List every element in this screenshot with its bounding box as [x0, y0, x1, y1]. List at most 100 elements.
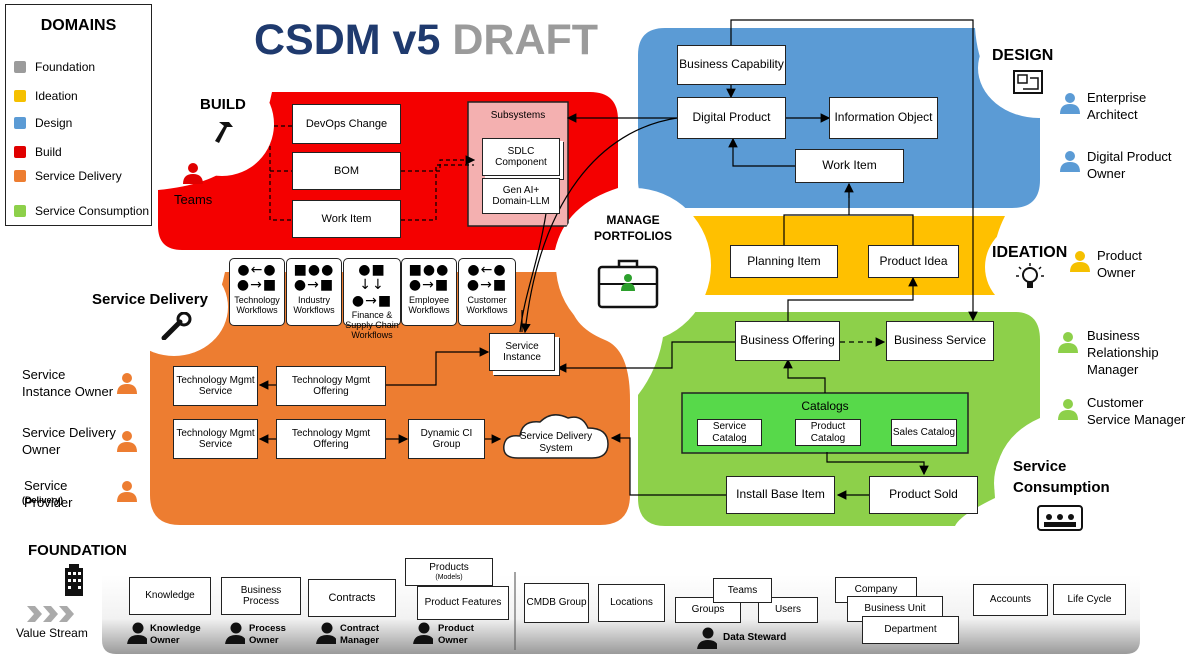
knowledge-owner-label: Knowledge Owner — [150, 623, 201, 646]
life-cycle-box: Life Cycle — [1053, 584, 1126, 615]
technology-workflows-card: ●←● ●→■Technology Workflows — [229, 258, 285, 326]
catalogs-label: Catalogs — [801, 399, 849, 413]
csm-person-icon — [1058, 399, 1078, 420]
industry-workflows-card: ■●● ●→■Industry Workflows — [286, 258, 342, 326]
business-service-box: Business Service — [886, 321, 994, 361]
hammer-icon — [215, 122, 233, 143]
product-owner-person-icon — [1070, 251, 1090, 272]
service-delivery-owner-label: Service Delivery Owner — [22, 425, 116, 457]
locations-box: Locations — [598, 584, 665, 622]
accounts-box: Accounts — [973, 584, 1048, 616]
product-owner-label: Product Owner — [1097, 248, 1142, 280]
service-instance-owner-label: Service Instance Owner — [22, 367, 114, 399]
build-dashed-tree — [269, 125, 292, 221]
legend-item-service-delivery: Service Delivery — [14, 169, 122, 183]
dynamic-ci-group-box: Dynamic CI Group — [408, 419, 485, 459]
workflow-label: Customer Workflows — [466, 294, 508, 315]
workflow-icon: ●←● ●→■ — [236, 262, 278, 294]
cmdb-group-box: CMDB Group — [524, 583, 589, 623]
business-offering-box: Business Offering — [735, 321, 840, 361]
knowledge-box: Knowledge — [129, 577, 211, 615]
legend-item-foundation: Foundation — [14, 60, 95, 74]
product-features-box: Product Features — [417, 586, 509, 620]
data-steward-label: Data Steward — [723, 632, 787, 643]
lightbulb-icon — [1016, 263, 1044, 288]
legend-label: Build — [35, 145, 62, 159]
tech-mgmt-service-box: Technology Mgmt Service — [173, 366, 258, 406]
legend-item-service-consumption: Service Consumption — [14, 204, 149, 218]
customer-service-manager-label: Customer Service Manager — [1087, 395, 1186, 427]
teams-person-icon — [183, 163, 203, 184]
title-draft: DRAFT — [452, 16, 599, 64]
legend-title: DOMAINS — [40, 17, 117, 34]
build-swatch — [14, 146, 26, 158]
workflow-icon: ■●● ●→■ — [293, 262, 335, 294]
legend-label: Foundation — [35, 60, 96, 74]
digital-product-owner-label: Digital Product Owner — [1087, 149, 1172, 181]
data-steward-person-icon — [697, 627, 717, 649]
teams-label: Teams — [174, 192, 213, 207]
planning-item-box: Planning Item — [730, 245, 838, 278]
consumption-swatch — [14, 205, 26, 217]
foundation-label: FOUNDATION — [28, 542, 127, 559]
wrench-icon — [161, 312, 192, 340]
blueprint-icon — [1013, 70, 1043, 94]
product-catalog-box: Product Catalog — [795, 419, 861, 446]
chevrons-icon — [27, 606, 74, 622]
tech-mgmt-offering-box: Technology Mgmt Offering — [276, 366, 386, 406]
department-box: Department — [862, 616, 959, 644]
teams-box: Teams — [713, 578, 772, 603]
domains-legend: DOMAINS Foundation Ideation Design Build… — [5, 4, 152, 226]
legend-item-build: Build — [14, 145, 62, 159]
design-label: DESIGN — [992, 47, 1054, 64]
product-owner-foundation-person-icon — [413, 622, 433, 644]
service-provider-label: Service Provider — [24, 478, 73, 510]
workflow-label: Industry Workflows — [293, 294, 335, 315]
product-sold-box: Product Sold — [869, 476, 978, 514]
delivery-note: (Delivery) — [22, 495, 64, 505]
service-consumption-label: Service Consumption — [1013, 458, 1110, 496]
foundation-swatch — [14, 61, 26, 73]
product-owner-foundation-label: Product Owner — [438, 623, 474, 646]
workflow-icon: ■●● ●→■ — [408, 262, 450, 294]
service-delivery-owner-person-icon — [117, 431, 137, 452]
products-models-label: (Models) — [435, 573, 463, 581]
service-catalog-box: Service Catalog — [697, 419, 762, 446]
design-swatch — [14, 117, 26, 129]
customer-workflows-card: ●←● ●→■Customer Workflows — [458, 258, 516, 326]
wi-to-dp — [728, 137, 795, 167]
tech-mgmt-service-2-box: Technology Mgmt Service — [173, 419, 258, 459]
product-idea-box: Product Idea — [868, 245, 959, 278]
catalogs-to-bo — [783, 358, 826, 393]
workitem-to-subsystems — [401, 164, 474, 221]
bom-box: BOM — [292, 152, 401, 190]
business-relationship-manager-label: Business Relationship Manager — [1087, 328, 1159, 377]
ideation-label: IDEATION — [992, 244, 1068, 261]
legend-item-design: Design — [14, 116, 72, 130]
products-box: Products(Models) — [405, 558, 493, 586]
legend-label: Ideation — [35, 89, 78, 103]
briefcase-icon — [597, 259, 659, 309]
workflow-label: Technology Workflows — [234, 294, 280, 315]
business-process-box: Business Process — [221, 577, 301, 615]
service-delivery-system-label: Service Delivery System — [519, 431, 593, 454]
build-work-item-box: Work Item — [292, 200, 401, 238]
enterprise-architect-person-icon — [1060, 93, 1080, 114]
gen-ai-box: Gen AI+ Domain-LLM — [482, 178, 560, 214]
audience-icon — [1037, 505, 1083, 531]
cloud-icon — [503, 414, 609, 459]
catalog-to-ps — [826, 452, 929, 476]
knowledge-owner-person-icon — [127, 622, 147, 644]
employee-workflows-card: ■●● ●→■Employee Workflows — [401, 258, 457, 326]
ideation-swatch — [14, 90, 26, 102]
page-title: CSDM v5 DRAFT — [254, 16, 598, 65]
contract-manager-label: Contract Manager — [340, 623, 380, 646]
finance-workflows-card: ●■ ↓↓ ●→■Finance & Supply Chain Workflow… — [343, 258, 401, 340]
subsystem-curve-si — [519, 199, 549, 333]
tech-mgmt-offering-2-box: Technology Mgmt Offering — [276, 419, 386, 459]
title-main: CSDM v5 — [254, 16, 441, 64]
bc-to-bs — [730, 19, 978, 322]
delivery-circle — [120, 258, 228, 356]
workflow-label: Finance & Supply Chain Workflows — [345, 310, 399, 340]
legend-label: Service Consumption — [35, 204, 150, 218]
